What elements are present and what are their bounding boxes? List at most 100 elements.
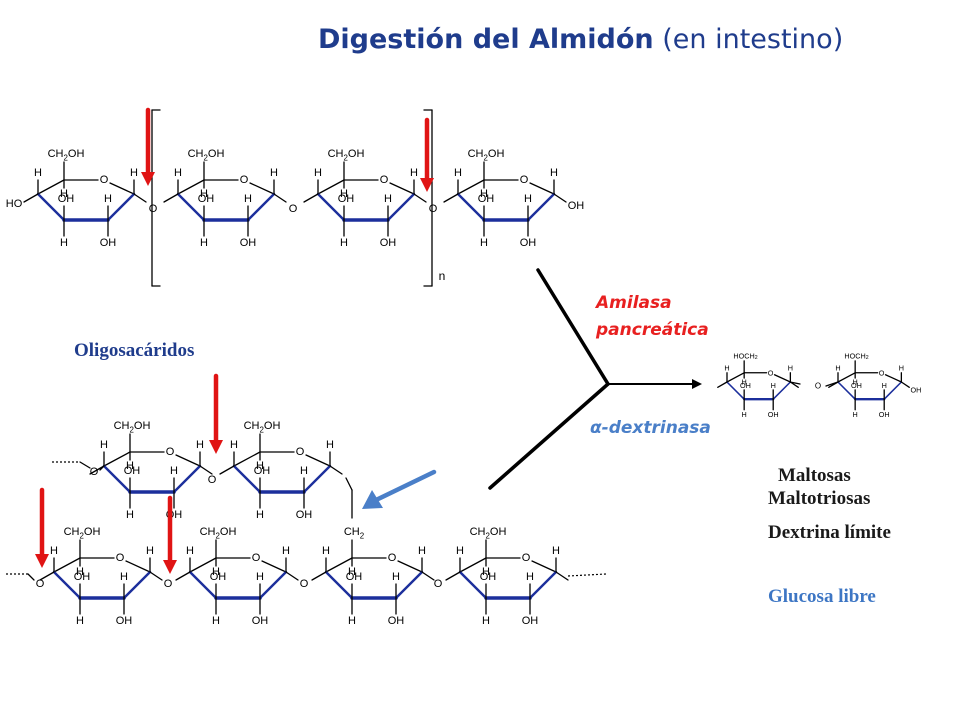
maltose-glucose-1-bond-c4-left bbox=[717, 381, 728, 388]
amylose-glucose-2-bond-c4-c5 bbox=[177, 179, 205, 195]
main-glucose-2-ch2oh: CH2OH bbox=[200, 526, 237, 540]
maltose-glucose-1-bond-o-c1 bbox=[773, 374, 792, 383]
amylose-glucose-1-bond-c1-down bbox=[133, 193, 147, 203]
amylose-glucose-2-ch2oh: CH2OH bbox=[188, 148, 225, 162]
branch-glucose-1-bond-o-c1 bbox=[175, 454, 201, 467]
main-glucose-3-c2-oh: OH bbox=[388, 615, 405, 627]
main-glucose-2-ring-o: O bbox=[252, 552, 261, 564]
main-glucose-4-c1-h: H bbox=[552, 545, 560, 557]
maltose-glycosidic-o: O bbox=[815, 382, 821, 391]
main-glucose-2-c2-oh: OH bbox=[252, 615, 269, 627]
repeat-bracket-left bbox=[151, 109, 161, 287]
maltose-glucose-2-c3-oh: OH bbox=[851, 381, 862, 390]
amylose-glucose-4-c3-oh: OH bbox=[478, 193, 495, 205]
main-glucose-3-c5-h: H bbox=[348, 566, 356, 578]
amylose-glucose-3-c4-h: H bbox=[314, 167, 322, 179]
amylose-glucose-4-ch2oh: CH2OH bbox=[468, 148, 505, 162]
label-oligosacaridos: Oligosacáridos bbox=[74, 340, 195, 361]
amylose-glucose-1-bond-c4-c5 bbox=[37, 179, 65, 195]
maltose-glucose-2-c4-h: H bbox=[835, 364, 840, 373]
product-dextrina-limite: Dextrina límite bbox=[768, 522, 891, 543]
main-glucose-3-bond-c4-left bbox=[311, 571, 327, 581]
amylose-glucose-4-c3-h: H bbox=[480, 237, 488, 249]
product-maltotriosas: Maltotriosas bbox=[768, 488, 871, 509]
main-glucose-4-c4-h: H bbox=[456, 545, 464, 557]
main-glucose-3-c3-oh: OH bbox=[346, 571, 363, 583]
branch-glucose-2-bond-c4-c3 bbox=[232, 464, 262, 494]
branch-glucose-2-c2-h: H bbox=[300, 465, 308, 477]
amylose-glucose-1-c1-h: H bbox=[130, 167, 138, 179]
maltose-glucose-1-c3-oh: OH bbox=[740, 381, 751, 390]
amylose-glucose-1-bond-c4-left bbox=[23, 193, 39, 203]
branch-glucose-1-c2-h: H bbox=[170, 465, 178, 477]
main-glucose-2-c4-h: H bbox=[186, 545, 194, 557]
amylose-glucose-4-c1-h: H bbox=[550, 167, 558, 179]
amylose-glucose-3-c3-h: H bbox=[340, 237, 348, 249]
amylose-glucose-4-ring-o: O bbox=[520, 174, 529, 186]
main-glucose-4-ring-o: O bbox=[522, 552, 531, 564]
maltose-glucose-1-bond-c2-c1 bbox=[772, 381, 792, 400]
page-title: Digestión del Almidón (en intestino) bbox=[318, 24, 843, 55]
main-glucose-2-bond-c4-c5 bbox=[189, 557, 217, 573]
main-glucose-2-c5-h: H bbox=[212, 566, 220, 578]
main-glucose-2-c3-oh: OH bbox=[210, 571, 227, 583]
amylose-glucose-2-c3-h: H bbox=[200, 237, 208, 249]
main-glucose-3-c3-h: H bbox=[348, 615, 356, 627]
maltose-glucose-1-ring-o: O bbox=[768, 368, 774, 377]
amylose-glucose-3-bond-c4-left bbox=[303, 193, 319, 203]
enzyme-amilasa-pancreatica: Amilasa pancreática bbox=[596, 290, 709, 344]
main-glucose-2-c2-h: H bbox=[256, 571, 264, 583]
main-dotted-end bbox=[567, 573, 607, 577]
main-glucose-2-bond-c1-down bbox=[285, 571, 299, 581]
main-glycosidic-o-1: O bbox=[36, 578, 45, 590]
main-glucose-1-c4-h: H bbox=[50, 545, 58, 557]
amylose-glucose-3-c2-h: H bbox=[384, 193, 392, 205]
amylose-glucose-4-c4-h: H bbox=[454, 167, 462, 179]
red-arrow-main-1-head bbox=[35, 554, 49, 568]
maltose-glucose-2-c1-oh: OH bbox=[910, 385, 921, 394]
amylose-glucose-2-bond-o-c1 bbox=[249, 182, 275, 195]
main-glucose-4-bond-c1-down bbox=[555, 571, 569, 581]
branch-glycosidic-o-2: O bbox=[208, 474, 217, 486]
maltose-glucose-2-c1-h: H bbox=[899, 364, 904, 373]
branch-glucose-1-bond-c1-down bbox=[199, 465, 213, 475]
branch-o-bond-in bbox=[79, 461, 91, 469]
amylose-glucose-3-bond-c2-c1 bbox=[386, 192, 416, 222]
red-arrow-main-1 bbox=[35, 487, 49, 568]
branch-glucose-1-bond-c2-c1 bbox=[172, 464, 202, 494]
amylose-glucose-2-ring-o: O bbox=[240, 174, 249, 186]
main-glucose-4-c3-oh: OH bbox=[480, 571, 497, 583]
maltose-glucose-1-c1-h: H bbox=[788, 364, 793, 373]
amylose-glucose-3-ch2oh: CH2OH bbox=[328, 148, 365, 162]
amylose-glucose-1-c4-h: H bbox=[34, 167, 42, 179]
branch-glucose-2-c4-h: H bbox=[230, 439, 238, 451]
amylose-glucose-3-ring-o: O bbox=[380, 174, 389, 186]
repeat-n-label: n bbox=[439, 269, 446, 283]
branch-glucose-2-bond-c4-c5 bbox=[233, 451, 261, 467]
amylose-glucose-1-bond-c4-c3 bbox=[36, 192, 66, 222]
maltose-glucose-2-bond-c2-c1 bbox=[883, 381, 903, 400]
branch-glucose-1-c5-h: H bbox=[126, 460, 134, 472]
main-glycosidic-o-4: O bbox=[434, 578, 443, 590]
main-glucose-4-bond-c2-c1 bbox=[528, 570, 558, 600]
branch-glucose-2-ring-o: O bbox=[296, 446, 305, 458]
main-glucose-1-bond-o-c1 bbox=[125, 560, 151, 573]
amylose-glucose-2-bond-c4-left bbox=[163, 193, 179, 203]
maltose-glucose-2-ch2oh: HOCH2 bbox=[844, 351, 868, 361]
amylose-glucose-1-bond-c2-c1 bbox=[106, 192, 136, 222]
amylose-glucose-1-ch2oh: CH2OH bbox=[48, 148, 85, 162]
branch-glucose-2-c5-h: H bbox=[256, 460, 264, 472]
main-glucose-1-bond-c1-down bbox=[149, 571, 163, 581]
amylose-glucose-1-c4-ho: HO bbox=[6, 198, 23, 210]
amylose-glucose-3-bond-o-c1 bbox=[389, 182, 415, 195]
maltose-glucose-2-bond-o-c1 bbox=[884, 374, 903, 383]
branch-glucose-2-c2-oh: OH bbox=[296, 509, 313, 521]
amylose-glucose-1-c3-h: H bbox=[60, 237, 68, 249]
